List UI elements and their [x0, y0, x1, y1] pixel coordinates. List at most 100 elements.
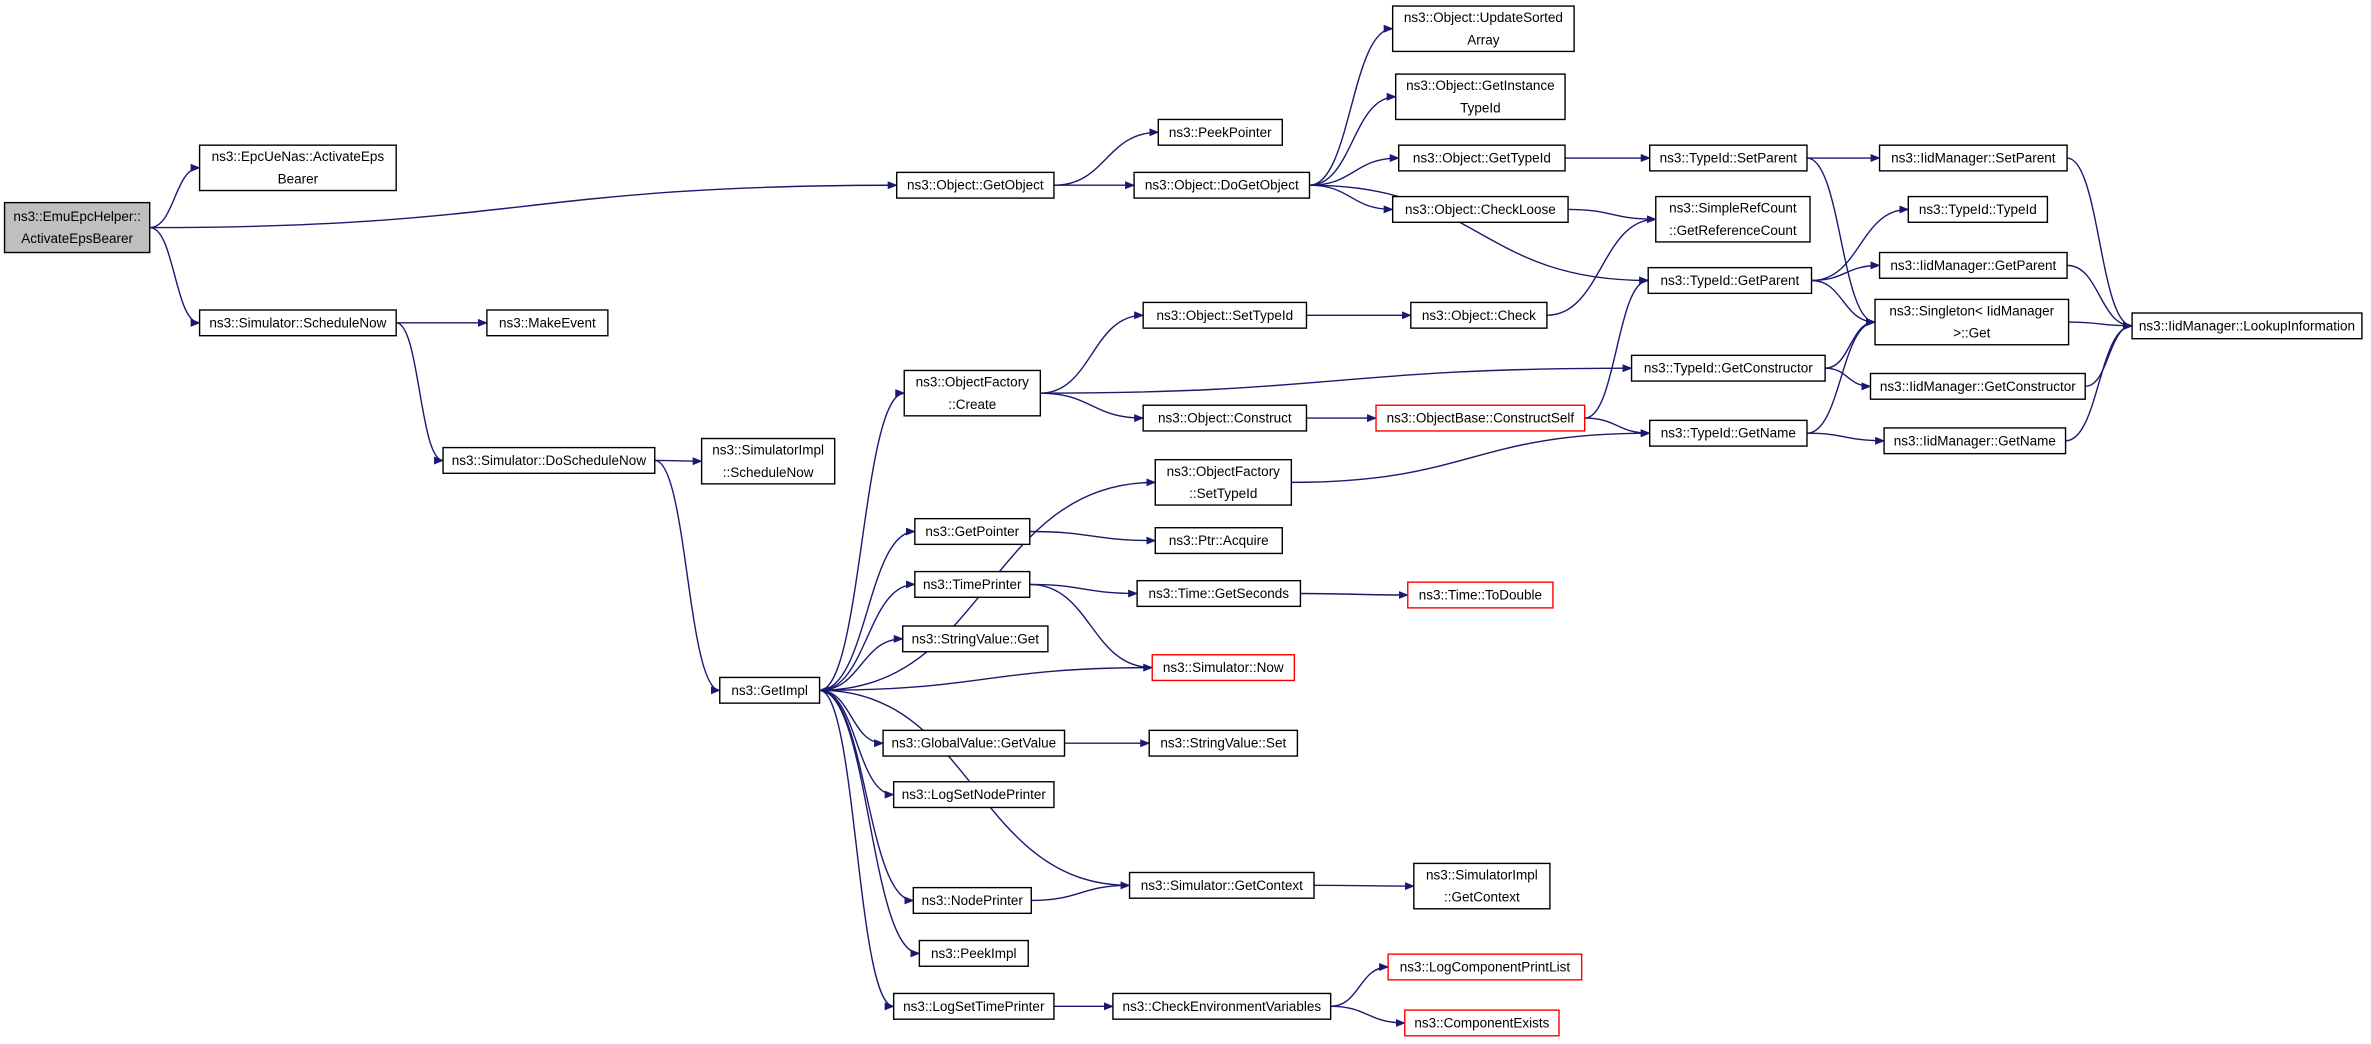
call-edge — [1330, 1005, 1406, 1027]
node-box — [198, 309, 397, 337]
node-obj-set-type-id[interactable]: ns3::Object::SetTypeId — [1142, 301, 1308, 329]
node-label: ns3::MakeEvent — [499, 315, 596, 330]
call-edge — [1309, 184, 1650, 285]
call-edge — [1309, 24, 1394, 186]
node-label: ::ScheduleNow — [723, 465, 814, 480]
node-get-object[interactable]: ns3::Object::GetObject — [895, 171, 1055, 199]
node-label: ns3::NodePrinter — [922, 893, 1024, 908]
call-edge — [819, 389, 906, 691]
node-schedule-now[interactable]: ns3::Simulator::ScheduleNow — [198, 309, 397, 337]
node-label: ns3::TypeId::GetParent — [1660, 273, 1799, 288]
node-log-set-node-printer[interactable]: ns3::LogSetNodePrinter — [892, 781, 1055, 809]
node-label: ns3::SimulatorImpl — [1426, 867, 1538, 882]
node-label: ns3::Simulator::DoScheduleNow — [452, 453, 647, 468]
node-get-ref-count[interactable]: ns3::SimpleRefCount::GetReferenceCount — [1655, 195, 1811, 243]
node-box — [1157, 118, 1283, 146]
node-type-id-get-parent[interactable]: ns3::TypeId::GetParent — [1647, 266, 1813, 295]
node-root[interactable]: ns3::EmuEpcHelper::ActivateEpsBearer — [3, 201, 151, 254]
call-edge — [1825, 318, 1877, 369]
node-box — [1883, 427, 2067, 455]
node-do-get-object[interactable]: ns3::Object::DoGetObject — [1133, 171, 1311, 199]
node-log-set-time-printer[interactable]: ns3::LogSetTimePrinter — [892, 992, 1055, 1020]
node-get-pointer[interactable]: ns3::GetPointer — [914, 517, 1031, 546]
node-make-event[interactable]: ns3::MakeEvent — [486, 309, 609, 337]
node-box — [1647, 266, 1813, 295]
node-iid-get-parent[interactable]: ns3::IidManager::GetParent — [1878, 251, 2068, 279]
call-edge — [1040, 392, 1145, 423]
node-global-get-value[interactable]: ns3::GlobalValue::GetValue — [882, 729, 1066, 757]
call-edge — [1309, 92, 1397, 186]
node-box — [1128, 871, 1315, 899]
node-simulator-now[interactable]: ns3::Simulator::Now — [1151, 654, 1296, 682]
call-edge — [1806, 157, 1877, 327]
call-edge — [1031, 881, 1131, 902]
node-type-id-type-id[interactable]: ns3::TypeId::TypeId — [1907, 195, 2049, 223]
node-peek-pointer[interactable]: ns3::PeekPointer — [1157, 118, 1283, 146]
call-edge — [1811, 279, 1877, 327]
node-impl-schedule-now[interactable]: ns3::SimulatorImpl::ScheduleNow — [700, 437, 836, 485]
node-label: ::Create — [948, 397, 996, 412]
node-string-value-get[interactable]: ns3::StringValue::Get — [902, 625, 1049, 653]
node-label: ns3::TypeId::SetParent — [1660, 151, 1798, 166]
node-label: ns3::Object::GetInstance — [1406, 78, 1555, 93]
node-label: ns3::TypeId::TypeId — [1919, 202, 2037, 217]
node-time-get-seconds[interactable]: ns3::Time::GetSeconds — [1136, 579, 1302, 608]
node-node-printer[interactable]: ns3::NodePrinter — [912, 886, 1032, 915]
node-lookup-info[interactable]: ns3::IidManager::LookupInformation — [2131, 312, 2363, 340]
node-label: Array — [1467, 32, 1500, 47]
call-edge — [818, 666, 1153, 695]
call-edge — [395, 322, 445, 465]
node-iid-set-parent[interactable]: ns3::IidManager::SetParent — [1878, 144, 2068, 172]
node-label: ns3::CheckEnvironmentVariables — [1122, 999, 1321, 1014]
call-edge — [2065, 321, 2134, 442]
node-time-to-double[interactable]: ns3::Time::ToDouble — [1407, 581, 1554, 609]
node-box — [442, 446, 656, 474]
node-factory-set-type-id[interactable]: ns3::ObjectFactory::SetTypeId — [1154, 458, 1293, 506]
node-iid-get-name[interactable]: ns3::IidManager::GetName — [1883, 427, 2067, 455]
node-box — [912, 886, 1032, 915]
node-box — [1413, 862, 1551, 910]
node-sim-get-context[interactable]: ns3::Simulator::GetContext — [1128, 871, 1315, 899]
node-check-env-vars[interactable]: ns3::CheckEnvironmentVariables — [1112, 992, 1332, 1020]
node-box — [1391, 5, 1575, 53]
node-label: ns3::EmuEpcHelper:: — [13, 209, 141, 224]
node-label: ns3::TypeId::GetConstructor — [1644, 361, 1813, 376]
node-peek-impl[interactable]: ns3::PeekImpl — [918, 939, 1029, 967]
node-box — [719, 676, 821, 704]
call-edge — [1584, 417, 1651, 438]
node-impl-get-context[interactable]: ns3::SimulatorImpl::GetContext — [1413, 862, 1551, 910]
node-type-id-set-parent[interactable]: ns3::TypeId::SetParent — [1649, 144, 1808, 172]
node-time-printer[interactable]: ns3::TimePrinter — [914, 570, 1031, 598]
node-construct-self[interactable]: ns3::ObjectBase::ConstructSelf — [1375, 404, 1586, 432]
node-log-component-print-list[interactable]: ns3::LogComponentPrintList — [1387, 953, 1583, 981]
node-singleton-get[interactable]: ns3::Singleton< IidManager>::Get — [1874, 298, 2070, 346]
node-obj-construct[interactable]: ns3::Object::Construct — [1142, 404, 1308, 432]
node-string-value-set[interactable]: ns3::StringValue::Set — [1148, 729, 1299, 757]
node-label: ::GetReferenceCount — [1669, 223, 1797, 238]
node-label: ::SetTypeId — [1189, 486, 1257, 501]
node-label: ns3::ObjectFactory — [1167, 464, 1281, 479]
node-component-exists[interactable]: ns3::ComponentExists — [1404, 1009, 1560, 1037]
node-box — [1874, 298, 2070, 346]
node-object-factory-create[interactable]: ns3::ObjectFactory::Create — [903, 369, 1042, 417]
node-obj-get-type-id[interactable]: ns3::Object::GetTypeId — [1398, 144, 1566, 172]
node-label: ns3::GetImpl — [731, 683, 808, 698]
node-type-id-get-name[interactable]: ns3::TypeId::GetName — [1649, 419, 1808, 447]
nodes-layer: ns3::EmuEpcHelper::ActivateEpsBearerns3:… — [3, 5, 2363, 1037]
node-epc-ue-nas[interactable]: ns3::EpcUeNas::ActivateEpsBearer — [198, 144, 397, 192]
node-do-schedule-now[interactable]: ns3::Simulator::DoScheduleNow — [442, 446, 656, 474]
node-obj-check[interactable]: ns3::Object::Check — [1410, 301, 1548, 329]
call-edge — [149, 181, 898, 229]
node-box — [1410, 301, 1548, 329]
call-edge — [1806, 432, 1886, 445]
node-type-id-get-constructor[interactable]: ns3::TypeId::GetConstructor — [1630, 354, 1826, 382]
node-get-impl[interactable]: ns3::GetImpl — [719, 676, 821, 704]
node-label: ns3::GlobalValue::GetValue — [891, 736, 1056, 751]
call-edge — [1806, 318, 1877, 434]
node-label: ns3::Time::ToDouble — [1419, 588, 1542, 603]
node-ptr-acquire[interactable]: ns3::Ptr::Acquire — [1154, 527, 1283, 555]
node-iid-get-constructor[interactable]: ns3::IidManager::GetConstructor — [1869, 372, 2086, 400]
node-check-loose[interactable]: ns3::Object::CheckLoose — [1391, 195, 1569, 223]
